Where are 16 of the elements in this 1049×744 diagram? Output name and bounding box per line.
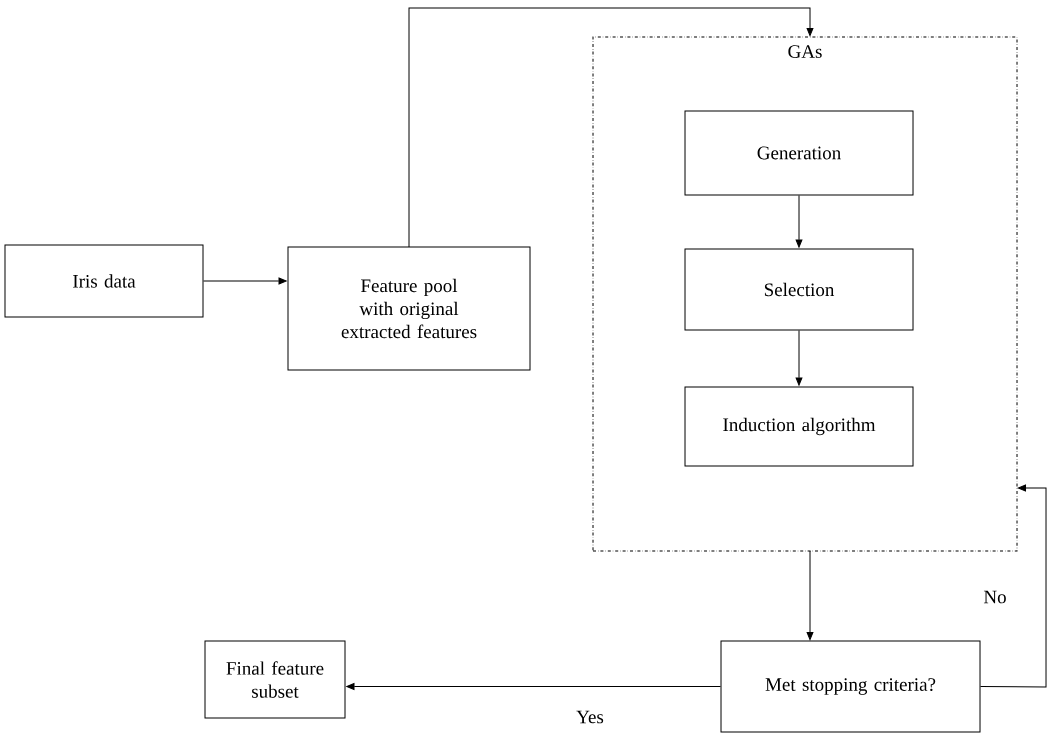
process-box: Met stopping criteria?	[720, 640, 981, 733]
arrow	[346, 683, 721, 690]
arrow	[795, 330, 803, 386]
process-box: Feature pool with original extracted features	[287, 246, 531, 371]
edge-label: No	[982, 589, 1008, 605]
arrow	[795, 195, 803, 248]
process-box: Generation	[684, 110, 914, 196]
process-box: Selection	[684, 248, 914, 331]
arrow	[980, 484, 1047, 688]
edge-label: Yes	[575, 709, 605, 725]
process-box: Iris data	[4, 244, 204, 318]
arrow	[806, 550, 814, 641]
process-box: Induction algorithm	[684, 386, 914, 467]
process-box: Final feature subset	[204, 640, 346, 719]
arrow	[408, 7, 814, 248]
arrow	[203, 277, 287, 285]
